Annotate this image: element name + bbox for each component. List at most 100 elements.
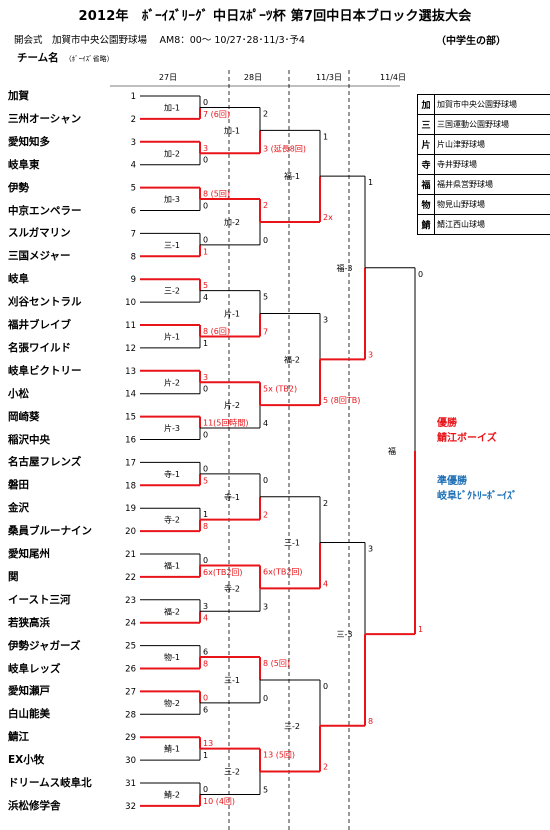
- score-label: 4: [323, 579, 328, 588]
- event-info: 開会式 加賀市中央公園野球場 AM8：00～ 10/27･28･11/3･予4: [14, 35, 305, 46]
- champion-title: 優勝: [437, 418, 457, 429]
- seed-number: 23: [125, 596, 136, 606]
- team-name: 岐阜: [8, 273, 29, 286]
- seed-number: 29: [125, 733, 136, 743]
- score-label: 1: [418, 625, 423, 634]
- date-header: 28日: [244, 73, 262, 82]
- venue-key: 鯖: [417, 214, 435, 235]
- team-name: 中京エンペラー: [8, 204, 82, 217]
- score-label: 5 (8回TB): [323, 396, 360, 405]
- score-label: 6: [203, 648, 208, 657]
- game-label: 福: [388, 447, 396, 456]
- score-label: 1: [203, 751, 208, 760]
- score-label: 6x(TB2回): [203, 568, 243, 577]
- venue-row: 加加賀市中央公園野球場: [417, 94, 550, 115]
- score-label: 8: [203, 660, 208, 669]
- team-header-note: （ﾎﾞｰｲｽﾞ省略）: [64, 55, 114, 63]
- seed-number: 31: [125, 779, 136, 789]
- game-label: 鯖-2: [164, 789, 180, 799]
- score-label: 0: [418, 270, 423, 279]
- score-label: 4: [203, 293, 208, 302]
- seed-number: 25: [125, 642, 136, 652]
- team-name: 岐阜レッズ: [8, 662, 61, 675]
- score-label: 3: [203, 602, 208, 611]
- seed-number: 26: [125, 665, 136, 675]
- score-label: 2x: [323, 213, 333, 222]
- team-name: 稲沢中央: [8, 433, 50, 446]
- score-label: 7: [263, 327, 268, 336]
- score-label: 8: [368, 717, 373, 726]
- score-label: 6x(TB2回): [263, 567, 303, 576]
- game-label: 加-1: [164, 102, 180, 112]
- venue-row: 福福井県営野球場: [417, 174, 550, 195]
- game-label: 片-3: [164, 423, 180, 433]
- game-label: 寺-2: [224, 584, 240, 593]
- venue-row: 物物見山野球場: [417, 194, 550, 215]
- score-label: 0: [203, 235, 208, 244]
- team-name: 白山能美: [8, 708, 50, 721]
- game-label: 加-1: [224, 125, 240, 135]
- score-label: 8 (5回): [203, 190, 230, 199]
- score-label: 0: [203, 156, 208, 165]
- seed-number: 20: [125, 527, 136, 537]
- score-label: 0: [203, 556, 208, 565]
- game-label: 物-2: [164, 698, 180, 708]
- team-name: 浜松修学舎: [8, 799, 61, 812]
- score-label: 3: [203, 373, 208, 382]
- game-label: 三-3: [337, 630, 353, 639]
- team-name: 金沢: [8, 502, 29, 515]
- seed-number: 27: [125, 687, 136, 697]
- score-label: 13 (5回): [263, 751, 295, 760]
- team-name: 名張ワイルド: [8, 341, 71, 354]
- team-name: 愛知知多: [8, 135, 50, 148]
- score-label: 4: [203, 614, 208, 623]
- score-label: 3: [263, 602, 268, 611]
- seed-number: 22: [125, 573, 136, 583]
- score-label: 0: [203, 385, 208, 394]
- score-label: 11(5回時間): [203, 419, 249, 428]
- venue-key: 福: [417, 174, 435, 195]
- seed-number: 7: [131, 229, 136, 239]
- venue-row: 三三国運動公園野球場: [417, 114, 550, 135]
- game-label: 片-1: [224, 309, 240, 319]
- game-label: 三-2: [224, 768, 240, 777]
- score-label: 7 (6回): [203, 110, 230, 119]
- score-label: 5: [263, 293, 268, 302]
- team-name: 磐田: [8, 479, 29, 492]
- venue-key: 加: [417, 94, 435, 115]
- game-label: 福-1: [284, 172, 300, 181]
- team-name: 愛知尾州: [8, 548, 50, 560]
- score-label: 5: [203, 476, 208, 485]
- seed-number: 3: [131, 138, 136, 148]
- team-name: EX小牧: [8, 754, 45, 767]
- team-name: 伊勢ジャガーズ: [8, 639, 81, 652]
- venue-key: 物: [417, 194, 435, 215]
- team-name: スルガマリン: [8, 227, 71, 240]
- runner-up-team: 岐阜ﾋﾞｸﾄﾘｰﾎﾞｰｲｽﾞ: [437, 491, 517, 502]
- seed-number: 15: [125, 413, 136, 423]
- score-label: 2: [263, 511, 268, 520]
- seed-number: 19: [125, 504, 136, 514]
- team-name: 加賀: [8, 90, 29, 102]
- seed-number: 11: [125, 321, 136, 331]
- runner-up-label: 準優勝岐阜ﾋﾞｸﾄﾘｰﾎﾞｰｲｽﾞ: [437, 472, 517, 502]
- score-label: 1: [203, 247, 208, 256]
- game-label: 三-1: [164, 241, 180, 250]
- date-header: 11/4日: [380, 73, 406, 82]
- score-label: 8 (6回): [203, 327, 230, 336]
- game-label: 寺-2: [164, 516, 180, 525]
- score-label: 10 (4回): [203, 797, 235, 806]
- venue-name: 福井県営野球場: [434, 174, 550, 195]
- seed-number: 14: [125, 390, 136, 400]
- score-label: 2: [263, 109, 268, 118]
- game-label: 鯖-1: [164, 744, 180, 754]
- venue-name: 加賀市中央公園野球場: [434, 94, 550, 115]
- game-label: 三-2: [164, 287, 180, 296]
- game-label: 福-2: [284, 355, 300, 364]
- venue-name: 鯖江西山球場: [434, 214, 550, 235]
- game-label: 片-2: [164, 377, 180, 387]
- venue-key: 寺: [417, 154, 435, 175]
- champion-team: 鯖江ボーイズ: [437, 433, 497, 444]
- seed-number: 5: [131, 184, 136, 194]
- seed-number: 17: [125, 458, 136, 468]
